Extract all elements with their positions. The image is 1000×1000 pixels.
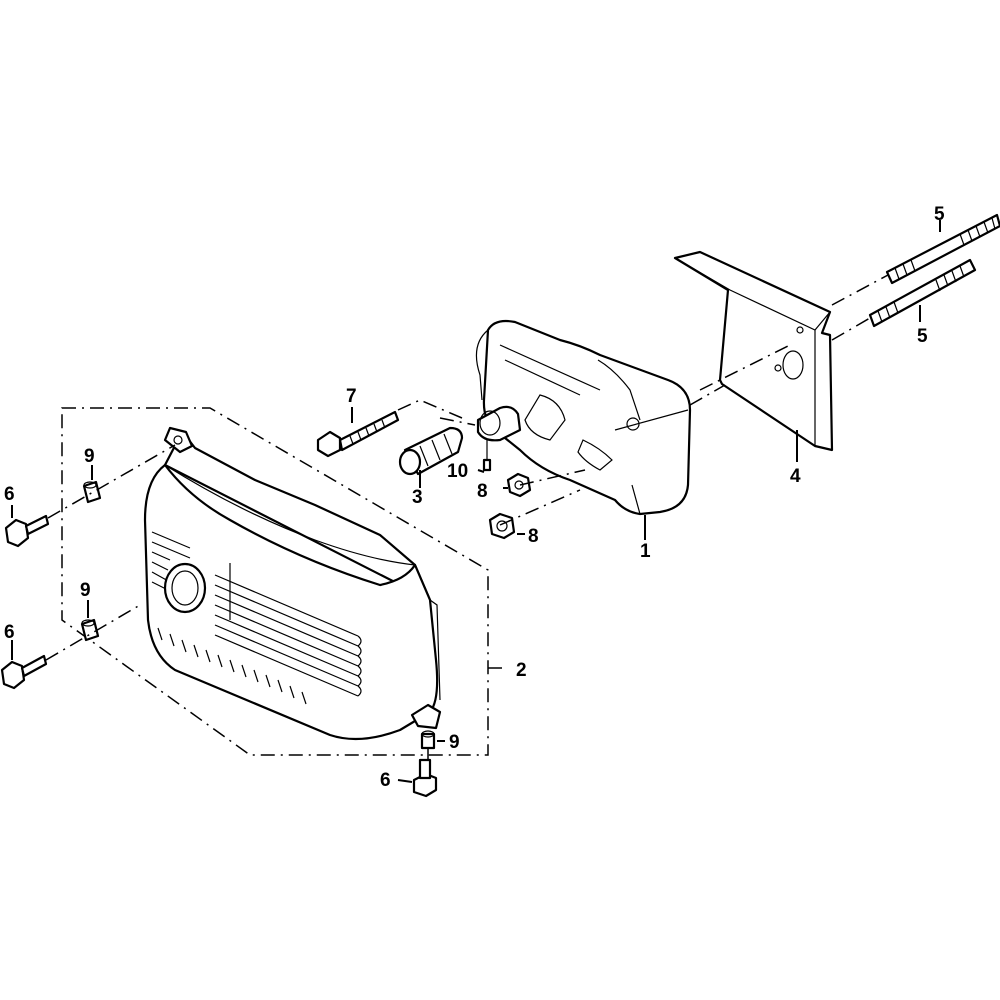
- callout-labels: 1 2 3 4 5 5 6 6 6 7 8 8 9 9 9 10: [4, 204, 945, 791]
- callout-9-lower: 9: [449, 732, 460, 753]
- stud-bolt-upper: [885, 213, 1000, 285]
- callout-2: 2: [516, 660, 527, 681]
- muffler-bolt-hole: [626, 417, 640, 431]
- callout-10: 10: [447, 461, 468, 482]
- callout-6-bottom: 6: [380, 770, 391, 791]
- callout-6-upper: 6: [4, 484, 15, 505]
- muffler-gasket-plate: [673, 250, 834, 452]
- protector-group-bracket: [61, 407, 508, 756]
- protector-vent-slots: [157, 627, 307, 705]
- muffler-exhaust-pipe: [476, 405, 522, 442]
- collar-middle: [80, 618, 100, 642]
- callout-9-upper: 9: [84, 446, 95, 467]
- spark-arrester: [398, 426, 464, 476]
- muffler-protector-cover: [143, 426, 442, 741]
- stud-bolt-lower: [868, 258, 977, 328]
- collar-lower: [420, 730, 436, 750]
- callout-3: 3: [412, 487, 423, 508]
- protector-louvers: [151, 531, 362, 697]
- flange-nut-upper: [506, 472, 532, 498]
- muffler: [475, 319, 692, 516]
- protector-outlet-hole: [163, 562, 207, 614]
- callout-5-lower: 5: [917, 326, 928, 347]
- callout-leaders: [11, 220, 941, 783]
- protector-top-tab: [163, 426, 194, 454]
- collar-upper: [82, 480, 102, 504]
- callout-5-upper: 5: [934, 204, 945, 225]
- callout-1: 1: [640, 541, 651, 562]
- flange-bolt-long: [316, 410, 400, 458]
- assembly-leader-lines: [45, 274, 889, 760]
- protector-bottom-tab: [410, 703, 442, 730]
- callout-4: 4: [790, 466, 801, 487]
- gasket-exhaust-port: [782, 350, 804, 380]
- callout-8-upper: 8: [477, 481, 488, 502]
- tapping-screw: [482, 440, 492, 472]
- callout-6-middle: 6: [4, 622, 15, 643]
- flange-bolt-middle: [0, 654, 48, 690]
- flange-bolt-bottom: [412, 758, 438, 798]
- muffler-inner-shape: [524, 394, 566, 441]
- callout-7: 7: [346, 386, 357, 407]
- flange-nut-lower: [488, 512, 516, 540]
- callout-9-middle: 9: [80, 580, 91, 601]
- flange-bolt-upper: [4, 514, 50, 548]
- callout-8-lower: 8: [528, 526, 539, 547]
